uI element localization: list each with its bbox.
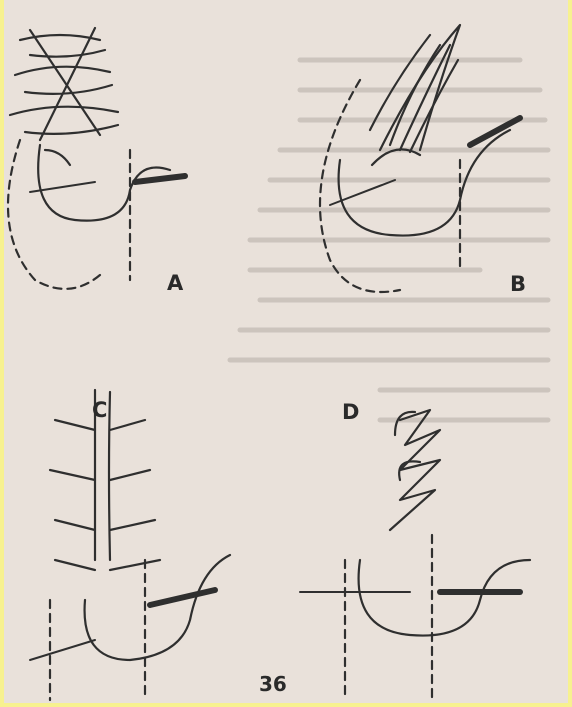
figure-d-zigzag (300, 410, 530, 700)
figure-c-feather-chain (30, 390, 230, 700)
figure-label-c: C (92, 398, 107, 422)
figure-b-satin-leaf (320, 25, 520, 292)
figure-label-b: B (510, 272, 526, 296)
figure-label-a: A (167, 271, 183, 295)
show-through-text (230, 60, 548, 420)
figure-a-fishbone-stitch (8, 28, 185, 289)
page-number: 36 (259, 672, 287, 696)
figure-label-d: D (342, 400, 359, 424)
